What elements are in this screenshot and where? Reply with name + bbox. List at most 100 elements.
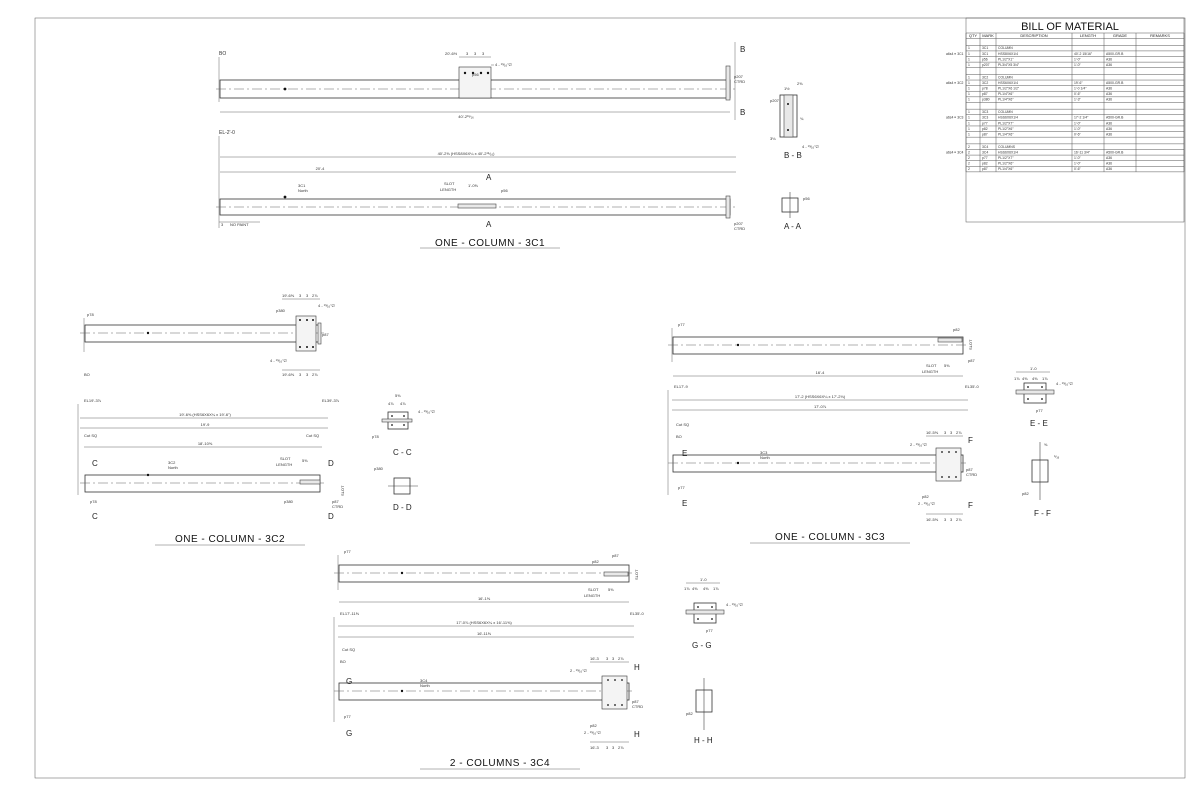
bom-cell: 1'-0" [1074, 162, 1082, 166]
svg-text:LENGTH: LENGTH [922, 369, 938, 374]
svg-text:2⅞: 2⅞ [618, 656, 624, 661]
bom-cell: 0'-6" [1074, 92, 1082, 96]
c4-section-hh [695, 689, 713, 713]
svg-text:1½: 1½ [784, 86, 790, 91]
svg-text:p380: p380 [284, 499, 294, 504]
bom-cell: PL1/4"X6" [998, 98, 1014, 102]
svg-text:CTRD: CTRD [734, 79, 745, 84]
bom-cell: p380 [982, 98, 990, 102]
bom-cell: A36 [1106, 92, 1112, 96]
bom-title: BILL OF MATERIAL [1021, 21, 1119, 33]
bom-cell: PL1/4"X6" [998, 132, 1014, 136]
svg-text:p77: p77 [344, 549, 351, 554]
bom-cell: PL1/2"X7" [998, 156, 1014, 160]
bom-cell: 1 [968, 75, 970, 79]
bom-cell: 3C3 [982, 110, 988, 114]
svg-text:CTRD: CTRD [632, 704, 643, 709]
c2-title: ONE - COLUMN - 3C2 [175, 534, 285, 545]
bom-cell: p82 [982, 127, 988, 131]
bom-cell: p56 [982, 57, 988, 61]
c1-bolt-note: 4 - ¹³⁄₁₆"∅ [495, 62, 512, 67]
bom-cell: A36 [1106, 132, 1112, 136]
svg-text:40'-2¹⁵⁄₁₆: 40'-2¹⁵⁄₁₆ [458, 114, 474, 119]
svg-text:p77: p77 [706, 628, 713, 633]
column-3c4-drawing: p77 p82 p87 SLOT SLOT LENGTH 5⅝ 16'-1⅝ E… [333, 549, 743, 770]
bom-cell: HSS6X6X1/4 [998, 81, 1018, 85]
svg-text:F: F [968, 501, 973, 510]
svg-text:1⅞: 1⅞ [1042, 376, 1048, 381]
svg-text:EL-2'-0: EL-2'-0 [219, 130, 235, 136]
bom-cell: A36 [1106, 63, 1112, 67]
svg-text:1⅞: 1⅞ [1014, 376, 1020, 381]
svg-text:H: H [634, 730, 640, 739]
svg-text:4⅝: 4⅝ [703, 586, 709, 591]
svg-text:BO: BO [676, 434, 682, 439]
svg-text:2 - ¹³⁄₁₆"∅: 2 - ¹³⁄₁₆"∅ [910, 442, 927, 447]
svg-text:19'-9: 19'-9 [201, 422, 211, 427]
svg-text:16'-5⅝: 16'-5⅝ [926, 430, 939, 435]
bom-cell: A500-GR.B [1106, 52, 1124, 56]
svg-text:3: 3 [299, 293, 302, 298]
bom-cell: 1'-0" [1074, 156, 1082, 160]
bom-cell: HSS8X6X1/4 [998, 52, 1018, 56]
bom-cell: 3C1 [982, 52, 988, 56]
bom-cell: 3C1 [982, 46, 988, 50]
bom-cell: 1 [968, 87, 970, 91]
bom-cell: 1'-0" [1074, 63, 1082, 67]
c2-section-cc-title: C - C [393, 448, 412, 457]
svg-text:p207: p207 [734, 74, 744, 79]
svg-text:5⅝: 5⅝ [944, 363, 950, 368]
svg-text:LENGTH: LENGTH [440, 187, 456, 192]
bom-cell: COLUMN [998, 46, 1013, 50]
bom-cell: 19'-6" [1074, 81, 1083, 85]
c4-section-hh-title: H - H [694, 736, 713, 745]
svg-text:D: D [328, 512, 334, 521]
bom-cell: 1 [968, 110, 970, 114]
svg-text:SLOT: SLOT [634, 569, 639, 580]
svg-text:1'-0: 1'-0 [1030, 366, 1037, 371]
bom-cell: PL1/2"X6 1/2" [998, 87, 1020, 91]
c3-title: ONE - COLUMN - 3C3 [775, 532, 885, 543]
bom-cell: 1'-0 1/4" [1074, 87, 1087, 91]
c3-section-ee-title: E - E [1030, 419, 1048, 428]
svg-text:¾: ¾ [800, 116, 804, 121]
svg-text:3: 3 [612, 656, 615, 661]
svg-text:p77: p77 [1036, 408, 1043, 413]
svg-text:p380: p380 [276, 308, 286, 313]
svg-text:p87: p87 [612, 553, 619, 558]
bom-group-label: a6s4 ≡ 3C3 [946, 116, 964, 120]
bom-header-description: DESCRIPTION [1020, 33, 1047, 38]
c2-side-member [84, 474, 321, 493]
c2-top-member [84, 324, 321, 343]
svg-text:p82: p82 [922, 494, 929, 499]
c1-end-plate [725, 65, 731, 101]
svg-text:G: G [346, 677, 352, 686]
svg-text:3⅛: 3⅛ [770, 136, 776, 141]
bom-cell: 3C2 [982, 75, 988, 79]
bom-cell: A36 [1106, 162, 1112, 166]
bom-cell: 2 [968, 145, 970, 149]
svg-text:4⅞: 4⅞ [400, 401, 406, 406]
svg-text:3: 3 [306, 372, 309, 377]
svg-text:BO: BO [340, 659, 346, 664]
bom-cell: 1'-3" [1074, 98, 1082, 102]
bom-cell: 3C4 [982, 145, 988, 149]
svg-text:EL17'-9: EL17'-9 [674, 384, 688, 389]
c4-top-member [338, 564, 630, 583]
bom-cell: p87 [982, 132, 988, 136]
svg-text:Cut SQ: Cut SQ [306, 433, 319, 438]
svg-text:p77: p77 [678, 322, 685, 327]
bom-cell: 1 [968, 116, 970, 120]
svg-text:3C1: 3C1 [298, 183, 306, 188]
bom-cell: p87 [982, 92, 988, 96]
column-3c1-drawing: BO 20'-6½ 3 3 3 4 - ¹³⁄₁₆"∅ p56 p207 CTR… [216, 42, 819, 249]
svg-text:3: 3 [466, 51, 469, 56]
svg-text:p77: p77 [678, 485, 685, 490]
svg-text:H: H [634, 663, 640, 672]
svg-text:p77: p77 [344, 714, 351, 719]
bom-cell: 2 [968, 156, 970, 160]
bom-cell: PL1/2"X6" [998, 162, 1014, 166]
svg-text:17'-2 (HSS6X6X¼ x 17'-2⅛): 17'-2 (HSS6X6X¼ x 17'-2⅛) [795, 394, 846, 399]
svg-text:p87: p87 [968, 358, 975, 363]
svg-text:4 - ¹³⁄₁₆"∅: 4 - ¹³⁄₁₆"∅ [802, 144, 819, 149]
